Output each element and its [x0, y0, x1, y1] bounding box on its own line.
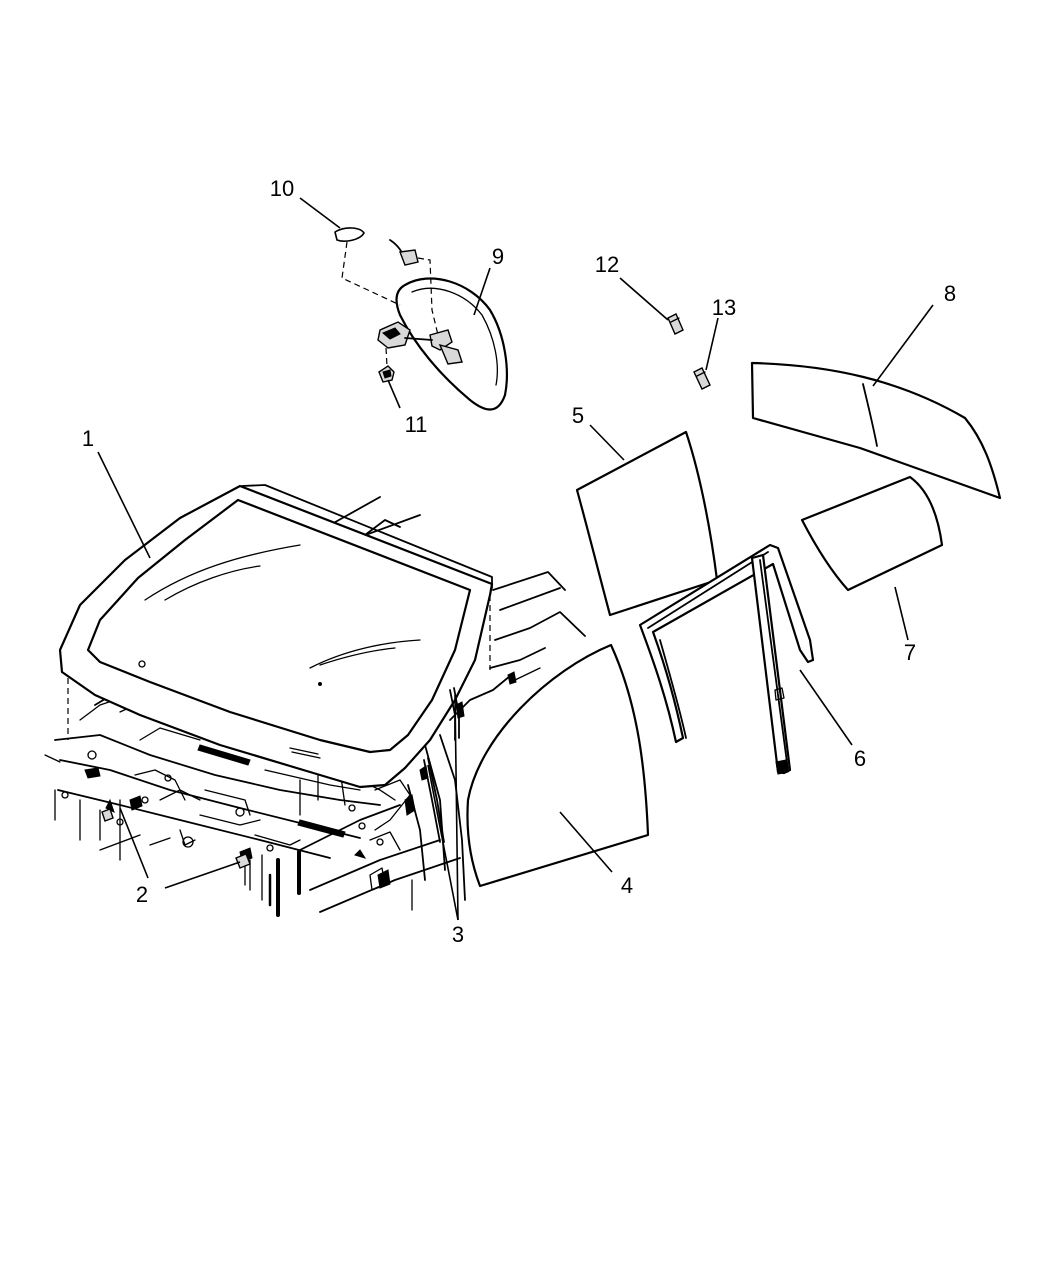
callout-6: 6: [854, 746, 866, 771]
glass-run-channel[interactable]: [638, 543, 815, 775]
callout-11: 11: [405, 412, 428, 437]
front-door-glass[interactable]: [466, 643, 650, 888]
callout-2: 2: [136, 882, 148, 907]
mirror-mount-button[interactable]: [334, 227, 401, 306]
mirror-screw[interactable]: [378, 347, 395, 383]
callout-12: 12: [595, 252, 619, 277]
windshield-glass[interactable]: [58, 484, 494, 789]
clip-12[interactable]: [667, 313, 684, 335]
callout-labels: 1 2 3 4 5 6 7 8 9 10 11 12 13: [82, 176, 956, 947]
callout-13: 13: [712, 295, 736, 320]
quarter-glass[interactable]: [800, 475, 944, 592]
callout-1: 1: [82, 426, 94, 451]
callout-7: 7: [904, 640, 916, 665]
inside-rearview-mirror[interactable]: [377, 239, 508, 411]
callout-4: 4: [621, 873, 633, 898]
back-glass[interactable]: [750, 361, 1002, 500]
callout-8: 8: [944, 281, 956, 306]
clip-13[interactable]: [693, 367, 711, 390]
windshield-lower-clips[interactable]: [101, 808, 251, 869]
callout-10: 10: [270, 176, 294, 201]
rear-door-glass[interactable]: [575, 430, 719, 617]
callout-3: 3: [452, 922, 464, 947]
callout-5: 5: [572, 403, 584, 428]
leader-lines: [97, 197, 934, 921]
callout-9: 9: [492, 244, 504, 269]
